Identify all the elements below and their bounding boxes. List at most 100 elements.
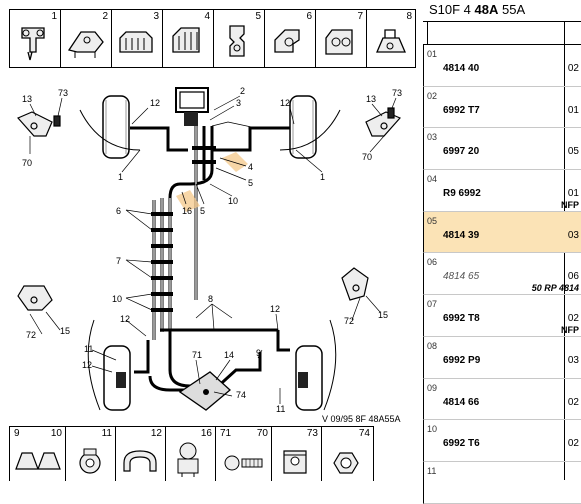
callout: 72 xyxy=(344,316,354,326)
callout: 8 xyxy=(208,294,213,304)
callout: 11 xyxy=(276,404,285,414)
callout: 1 xyxy=(118,172,123,182)
part-reference: 6992 T8 xyxy=(443,313,480,325)
nut-74-icon xyxy=(333,452,359,474)
callout-numbers: 13 73 70 12 1 2 3 4 5 10 5 16 13 73 70 1… xyxy=(22,86,402,414)
part-quantity: 03 xyxy=(567,229,579,241)
clip-cell-6[interactable]: 6 xyxy=(265,10,316,67)
clip-cell-4[interactable]: 4 xyxy=(163,10,214,67)
bolt-icon xyxy=(224,455,263,471)
part-quantity: 01 xyxy=(567,104,579,116)
part-note: NFP xyxy=(561,200,579,211)
callout: 5 xyxy=(200,206,205,216)
part-note: 50 RP 4814 xyxy=(531,283,579,294)
header-bold: 48A xyxy=(474,2,499,17)
header-suffix: 55A xyxy=(498,2,526,17)
clip-cell-12[interactable]: 12 xyxy=(116,427,166,481)
clip-cell-16[interactable]: 16 xyxy=(166,427,216,481)
parts-list-row[interactable]: 11 xyxy=(423,461,581,504)
part-quantity: 03 xyxy=(567,354,579,366)
callout: 10 xyxy=(112,294,122,304)
part-quantity: 02 xyxy=(567,396,579,408)
clip-number: 6 xyxy=(306,11,312,22)
callout: 13 xyxy=(366,94,376,104)
callout: 73 xyxy=(58,88,68,98)
clip-cell-2[interactable]: 2 xyxy=(61,10,112,67)
row-index: 11 xyxy=(427,465,437,476)
callout: 71 xyxy=(192,350,202,360)
clip-cell-11[interactable]: 11 xyxy=(66,427,116,481)
callout: 12 xyxy=(120,314,130,324)
callout: 15 xyxy=(60,326,70,336)
rear-right-wheel xyxy=(295,345,323,411)
callout: 70 xyxy=(22,158,32,168)
part-quantity: 05 xyxy=(567,146,579,158)
clip-2-icon xyxy=(67,31,104,58)
clip-cell-5[interactable]: 5 xyxy=(214,10,265,67)
clip-number: 5 xyxy=(255,11,261,22)
part-quantity: 06 xyxy=(567,271,579,283)
row-index: 10 xyxy=(427,424,438,435)
clip-cell-73[interactable]: 73 xyxy=(272,427,322,481)
clip-9-10-icon xyxy=(15,452,61,470)
clip-cell-71-70[interactable]: 71 70 xyxy=(216,427,272,481)
callout: 4 xyxy=(248,162,253,172)
part-quantity: 02 xyxy=(567,313,579,325)
clip-cell-8[interactable]: 8 xyxy=(367,10,415,67)
header-prefix: S10F 4 xyxy=(429,2,475,17)
part-reference: 6992 P9 xyxy=(443,354,481,366)
callout: 12 xyxy=(150,98,160,108)
clip-cell-7[interactable]: 7 xyxy=(316,10,367,67)
clip-6-icon xyxy=(274,29,300,53)
callout: 72 xyxy=(26,330,36,340)
left-front-bracket xyxy=(16,111,61,137)
part-reference: 6992 T7 xyxy=(443,104,480,116)
clip-number: 71 xyxy=(220,428,232,439)
part-note: NFP xyxy=(561,325,579,336)
diagram-reference-code: V 09/95 8F 48A55A xyxy=(322,414,401,424)
clip-11-icon xyxy=(79,448,101,474)
clip-cell-1[interactable]: 1 xyxy=(10,10,61,67)
part-quantity: 01 xyxy=(567,188,579,200)
clip-12-icon xyxy=(123,450,157,472)
parts-list-row[interactable]: 03 6997 20 05 xyxy=(423,128,581,171)
callout: 12 xyxy=(280,98,290,108)
part-reference: 6997 20 xyxy=(443,146,480,158)
callout: 6 xyxy=(116,206,121,216)
clip-number: 7 xyxy=(357,11,363,22)
clip-cell-3[interactable]: 3 xyxy=(112,10,163,67)
right-front-bracket xyxy=(365,107,402,137)
row-index: 05 xyxy=(427,215,438,226)
callout: 12 xyxy=(82,360,92,370)
callout: 5 xyxy=(248,178,253,188)
row-index: 04 xyxy=(427,174,438,185)
row-index: 06 xyxy=(427,257,438,268)
callout: 11 xyxy=(84,344,93,354)
bottom-clip-strip: 9 10 11 12 16 71 70 73 74 xyxy=(9,426,374,481)
clip-number: 74 xyxy=(358,428,370,439)
part-quantity: 02 xyxy=(567,438,579,450)
clip-cell-74[interactable]: 74 xyxy=(322,427,373,481)
clip-cell-9-10[interactable]: 9 10 xyxy=(10,427,66,481)
clip-number: 70 xyxy=(256,428,268,439)
clip-5-icon xyxy=(229,25,245,57)
part-reference: R9 6992 xyxy=(443,188,481,200)
row-index: 03 xyxy=(427,132,438,143)
callout: 16 xyxy=(182,206,192,216)
callout: 1 xyxy=(320,172,325,182)
clip-3-icon xyxy=(119,31,153,53)
row-index: 01 xyxy=(427,49,438,59)
clip-number: 12 xyxy=(150,428,162,439)
highlighted-clips xyxy=(176,152,248,212)
brake-compensator xyxy=(178,371,231,411)
clip-number: 4 xyxy=(204,11,210,22)
